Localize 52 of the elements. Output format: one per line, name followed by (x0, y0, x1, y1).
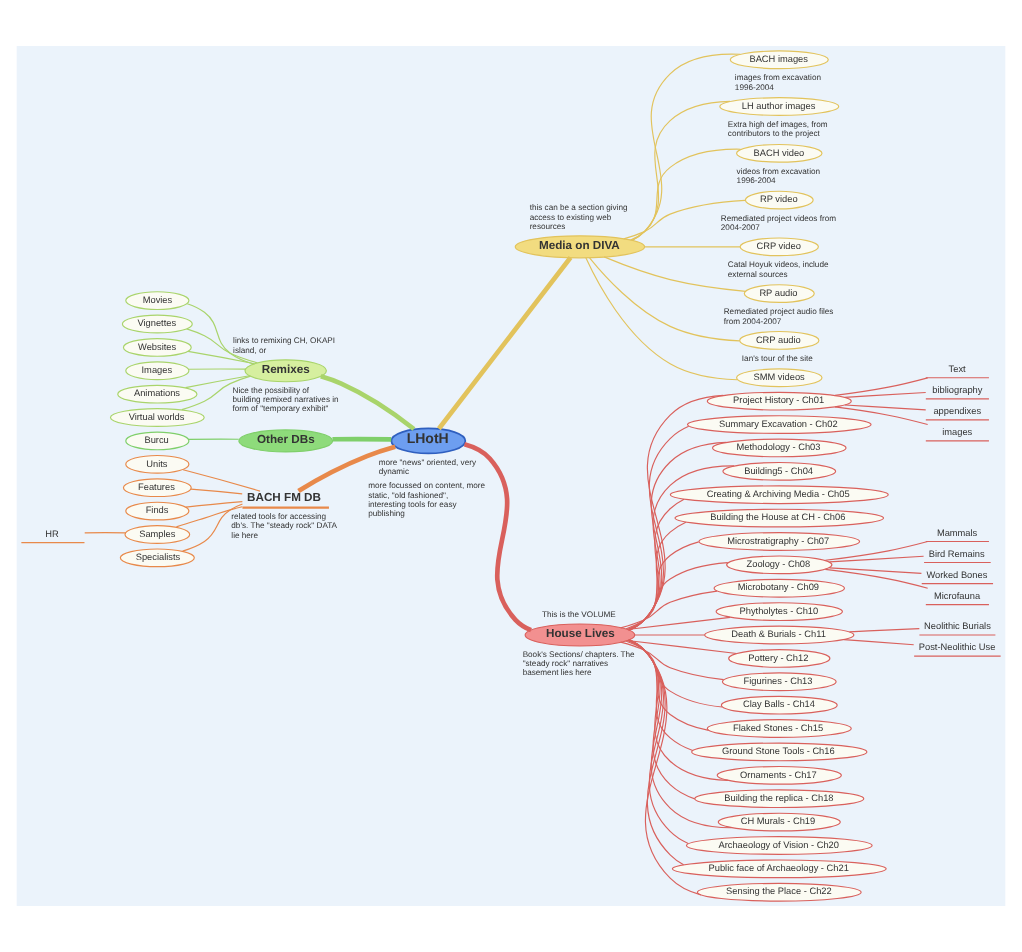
connector (631, 53, 741, 242)
connector (187, 350, 256, 365)
connector (824, 540, 929, 561)
connector (175, 506, 243, 528)
connector (834, 377, 929, 396)
connector (844, 391, 927, 398)
connector (625, 561, 729, 630)
connector (186, 328, 258, 364)
connector (628, 394, 724, 631)
connector (626, 616, 731, 631)
connector (628, 441, 727, 631)
connector (628, 465, 735, 631)
connector (188, 368, 247, 370)
connector (463, 441, 533, 633)
connector (848, 627, 920, 633)
connector (186, 303, 254, 365)
connector (332, 436, 392, 442)
connector (628, 425, 690, 631)
connector (625, 640, 723, 708)
connector (843, 639, 915, 646)
connector (603, 256, 747, 292)
connector (182, 503, 244, 552)
connector (589, 257, 741, 342)
connector (631, 100, 731, 241)
connector (643, 246, 741, 248)
connector (824, 568, 929, 589)
connector (184, 375, 250, 389)
connector (626, 541, 700, 631)
connector (182, 469, 261, 492)
connector (627, 639, 729, 782)
connector (437, 256, 573, 431)
connector (181, 375, 252, 411)
connector (620, 641, 725, 681)
connector (629, 148, 742, 241)
connector (626, 639, 710, 731)
connector (297, 444, 396, 493)
connector (185, 501, 243, 508)
connector (828, 555, 925, 563)
connector (628, 639, 702, 896)
connector (623, 199, 746, 240)
connector (628, 639, 732, 829)
connector (828, 567, 923, 574)
connector (84, 532, 127, 534)
connector (585, 257, 738, 381)
connector (844, 404, 927, 411)
connector (620, 590, 718, 629)
connector (188, 438, 240, 440)
connector (834, 406, 929, 426)
connector (626, 639, 738, 655)
connector (320, 374, 416, 431)
connector (190, 488, 243, 495)
connector (634, 634, 706, 636)
